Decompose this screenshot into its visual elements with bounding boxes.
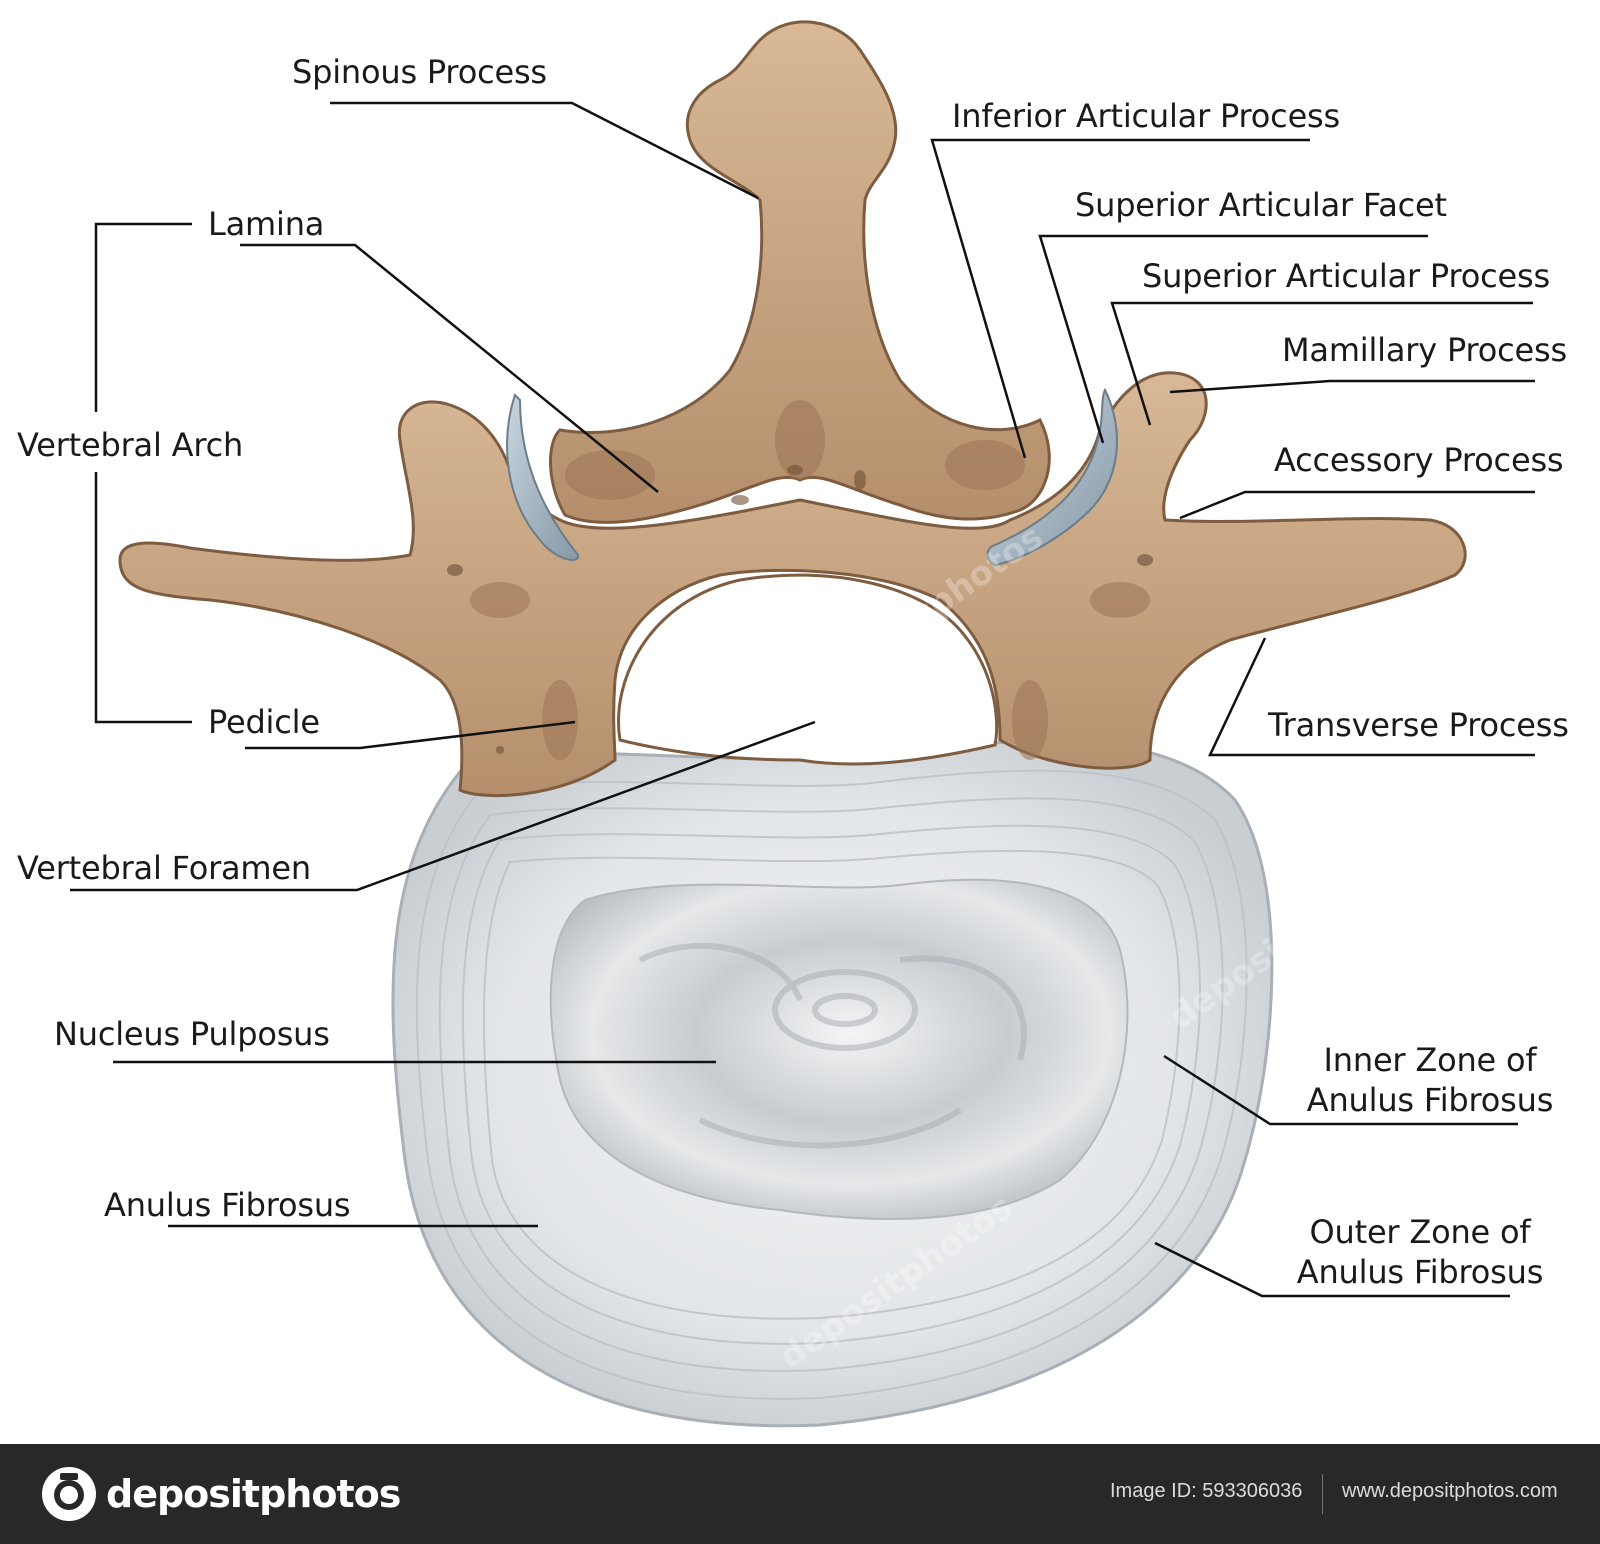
- leader-vertebral-foramen: [70, 720, 816, 892]
- vertebra-illustration: depositphotos depositphotos depositphoto…: [70, 20, 1535, 1428]
- label-nucleus-pulposus: Nucleus Pulposus: [54, 1015, 330, 1053]
- leader-superior-articular-facet: [1038, 234, 1428, 444]
- label-pedicle: Pedicle: [208, 703, 320, 741]
- vertebral-arch: [118, 20, 1467, 798]
- label-inner-zone-anulus-fibrosus: Inner Zone of Anulus Fibrosus: [1290, 1040, 1570, 1120]
- label-spinous-process: Spinous Process: [292, 53, 547, 91]
- vertebral-foramen-opening: [617, 573, 999, 766]
- superior-articular-facet-left: [506, 393, 579, 561]
- label-vertebral-foramen: Vertebral Foramen: [17, 849, 311, 887]
- leader-superior-articular-process: [1110, 301, 1533, 426]
- stock-footer: depositphotos Image ID: 593306036 www.de…: [0, 1444, 1600, 1544]
- bracket-vertebral-arch: [94, 222, 192, 412]
- image-id: Image ID: 593306036: [1110, 1480, 1303, 1502]
- leader-lamina: [240, 243, 659, 493]
- intervertebral-disc: [391, 739, 1274, 1428]
- label-transverse-process: Transverse Process: [1268, 706, 1569, 744]
- leader-lines: [70, 101, 1535, 1298]
- leader-outer-zone: [1154, 1241, 1510, 1298]
- outer-zone-line1: Outer Zone of: [1309, 1213, 1531, 1251]
- label-superior-articular-facet: Superior Articular Facet: [1075, 186, 1447, 224]
- leader-spinous-process: [330, 101, 759, 200]
- superior-articular-facet-right: [986, 387, 1118, 567]
- label-lamina: Lamina: [208, 205, 325, 243]
- leader-inferior-articular-process: [930, 138, 1310, 459]
- inner-zone-line2: Anulus Fibrosus: [1306, 1081, 1554, 1119]
- arch-body-shape: [118, 371, 1467, 798]
- leader-mamillary-process: [1169, 379, 1535, 394]
- depositphotos-logo[interactable]: depositphotos: [40, 1466, 401, 1522]
- label-inferior-articular-process: Inferior Articular Process: [952, 97, 1341, 135]
- outer-zone-line2: Anulus Fibrosus: [1296, 1253, 1544, 1291]
- svg-text:depositphotos: depositphotos: [382, 177, 630, 367]
- leader-accessory-process: [1179, 490, 1535, 520]
- site-url[interactable]: www.depositphotos.com: [1342, 1480, 1558, 1502]
- leader-transverse-process: [1208, 637, 1535, 757]
- inner-zone-line1: Inner Zone of: [1323, 1041, 1537, 1079]
- camera-icon: [42, 1467, 96, 1521]
- label-accessory-process: Accessory Process: [1274, 441, 1564, 479]
- label-anulus-fibrosus: Anulus Fibrosus: [104, 1186, 351, 1224]
- label-vertebral-arch: Vertebral Arch: [17, 426, 244, 464]
- footer-divider: [1322, 1474, 1323, 1514]
- label-outer-zone-anulus-fibrosus: Outer Zone of Anulus Fibrosus: [1280, 1212, 1560, 1292]
- leader-inner-zone: [1163, 1054, 1518, 1126]
- label-mamillary-process: Mamillary Process: [1282, 331, 1567, 369]
- brand-name: depositphotos: [106, 1472, 401, 1516]
- leader-pedicle: [245, 720, 576, 750]
- label-superior-articular-process: Superior Articular Process: [1142, 257, 1550, 295]
- bracket-vertebral-arch-lower: [94, 472, 192, 724]
